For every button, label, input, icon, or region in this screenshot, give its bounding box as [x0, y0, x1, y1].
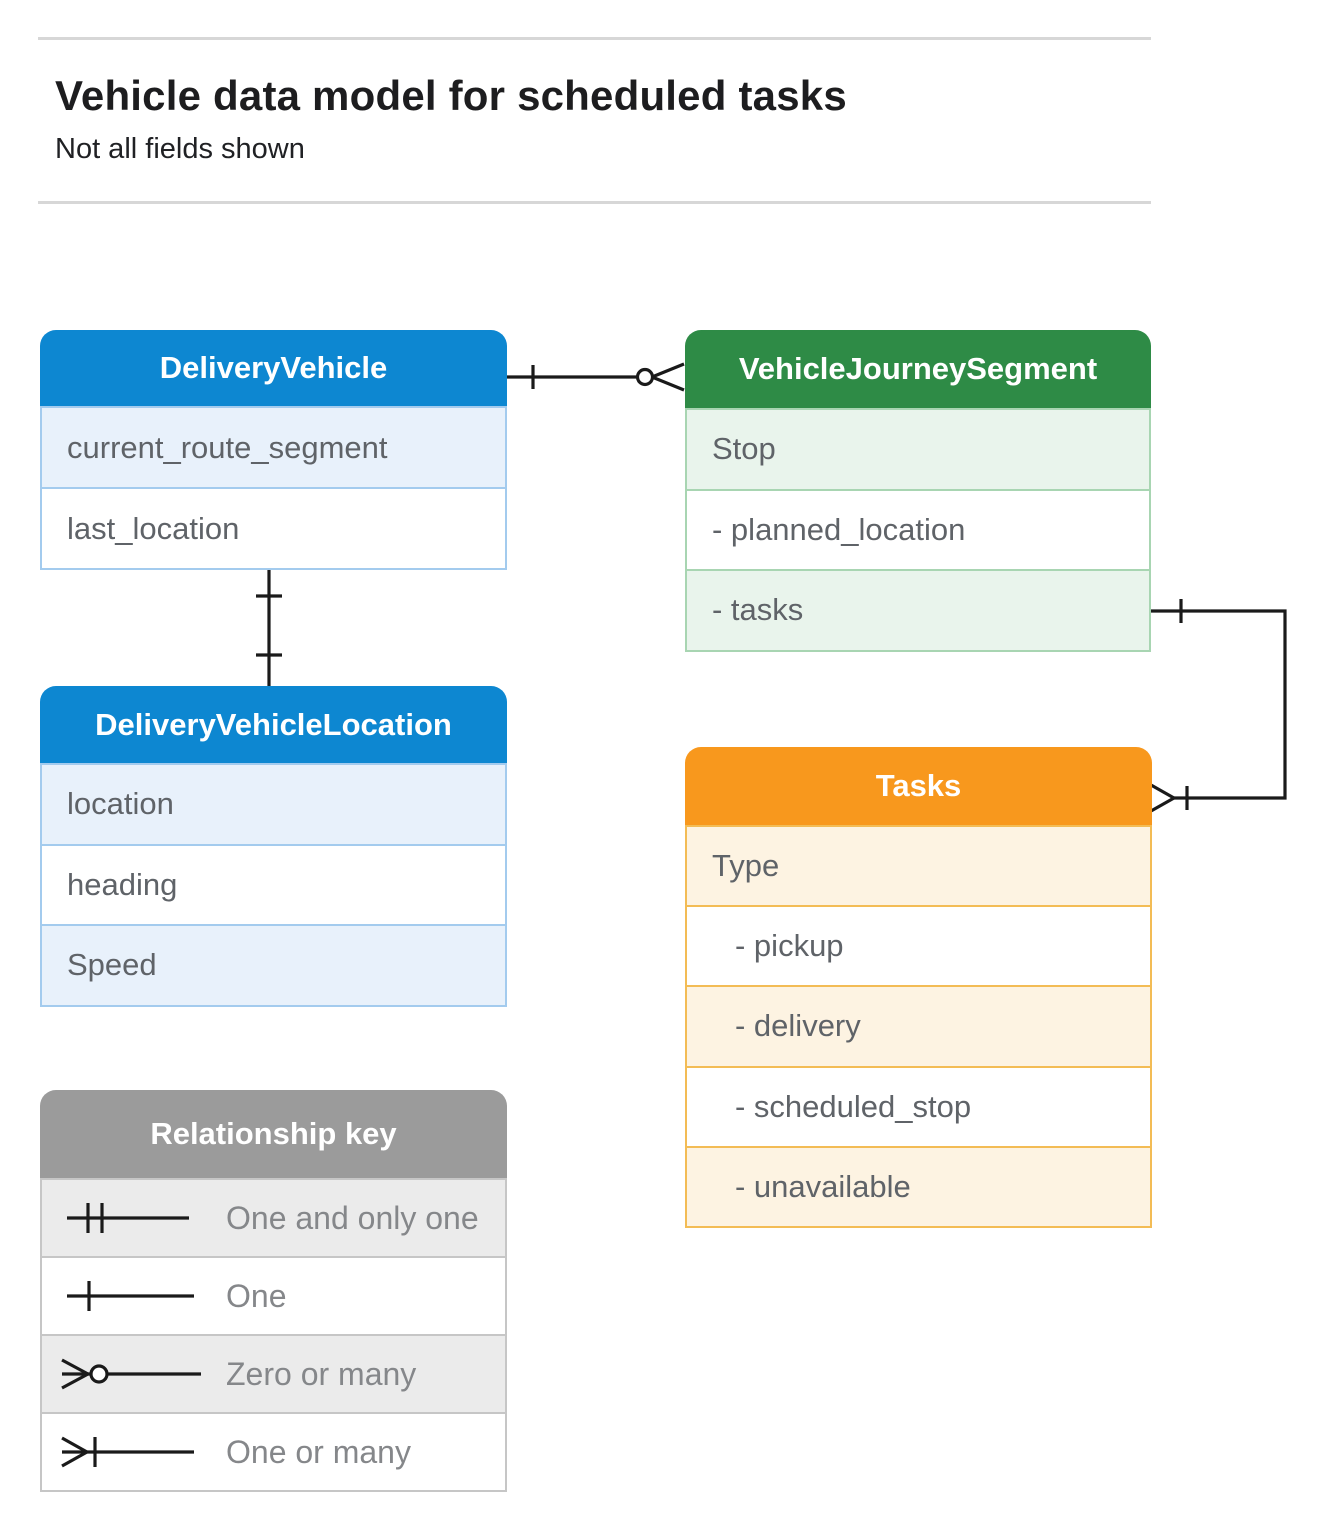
relationship-key-body: One and only one One Zero or many: [40, 1178, 507, 1492]
field-unavailable: - unavailable: [687, 1145, 1150, 1226]
relationship-key-title: Relationship key: [40, 1090, 507, 1178]
legend-item-zero-or-many: Zero or many: [42, 1334, 505, 1412]
field-planned-location: - planned_location: [687, 488, 1149, 570]
entity-tasks-body: Type - pickup - delivery - scheduled_sto…: [685, 825, 1152, 1228]
field-current-route-segment: current_route_segment: [42, 406, 505, 487]
legend-item-one-or-many: One or many: [42, 1412, 505, 1490]
legend-label: One and only one: [226, 1199, 479, 1236]
connector-tasks-link: [1151, 599, 1285, 811]
field-pickup: - pickup: [687, 905, 1150, 986]
top-divider: [38, 37, 1151, 40]
one-or-many-crowsfoot-icon: [1151, 785, 1187, 811]
entity-tasks: Tasks Type - pickup - delivery - schedul…: [685, 747, 1152, 1228]
zero-circle-icon: [638, 370, 653, 385]
one-or-many-icon: [61, 1436, 194, 1468]
field-speed: Speed: [42, 924, 505, 1005]
legend-item-one-and-only-one: One and only one: [42, 1178, 505, 1256]
one-and-only-one-icon: [67, 1203, 189, 1233]
entity-vehicle-journey-segment: VehicleJourneySegment Stop - planned_loc…: [685, 330, 1151, 652]
field-type: Type: [687, 825, 1150, 906]
entity-tasks-title: Tasks: [685, 747, 1152, 825]
legend-label: Zero or many: [226, 1355, 417, 1392]
relationship-key: Relationship key One and only one One: [40, 1090, 507, 1492]
entity-delivery-vehicle-location: DeliveryVehicleLocation location heading…: [40, 686, 507, 1007]
header-divider: [38, 201, 1151, 204]
zero-or-many-icon: [61, 1358, 201, 1390]
page-title: Vehicle data model for scheduled tasks: [55, 72, 847, 119]
zero-or-many-crowsfoot-icon: [652, 364, 684, 390]
field-location: location: [42, 763, 505, 844]
connector-vehicle-to-location: [256, 568, 282, 686]
entity-delivery-vehicle-location-title: DeliveryVehicleLocation: [40, 686, 507, 763]
entity-delivery-vehicle-title: DeliveryVehicle: [40, 330, 507, 406]
entity-delivery-vehicle-body: current_route_segment last_location: [40, 406, 507, 570]
field-last-location: last_location: [42, 487, 505, 568]
legend-label: One or many: [226, 1433, 411, 1470]
field-tasks: - tasks: [687, 569, 1149, 650]
field-scheduled-stop: - scheduled_stop: [687, 1065, 1150, 1146]
field-stop: Stop: [687, 408, 1149, 489]
field-delivery: - delivery: [687, 985, 1150, 1066]
legend-label: One: [226, 1277, 287, 1314]
legend-item-one: One: [42, 1256, 505, 1334]
page-subtitle: Not all fields shown: [55, 133, 305, 165]
entity-vehicle-journey-segment-title: VehicleJourneySegment: [685, 330, 1151, 408]
entity-delivery-vehicle: DeliveryVehicle current_route_segment la…: [40, 330, 507, 570]
field-heading: heading: [42, 843, 505, 925]
entity-vehicle-journey-segment-body: Stop - planned_location - tasks: [685, 408, 1151, 652]
one-icon: [67, 1281, 194, 1311]
entity-delivery-vehicle-location-body: location heading Speed: [40, 763, 507, 1007]
connector-vehicle-to-journeysegment: [507, 364, 684, 390]
